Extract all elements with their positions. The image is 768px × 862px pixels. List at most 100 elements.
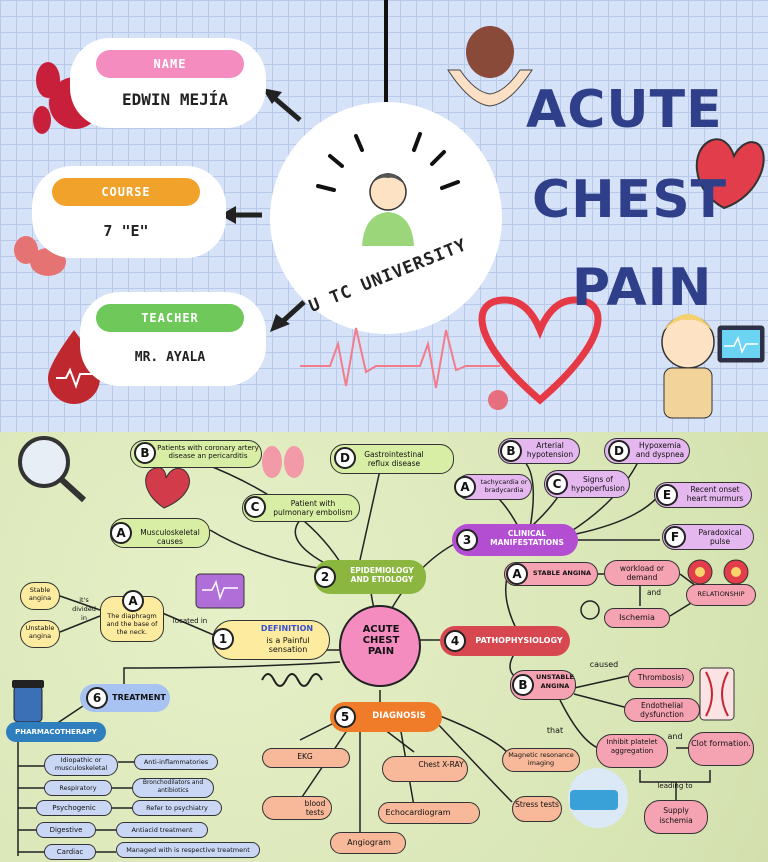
mri-text: Magnetic resonance imaging — [508, 751, 574, 767]
stress-node — [512, 796, 562, 822]
tx-row-5-right-text: Managed with is respective treatment — [126, 846, 250, 854]
endothelial-node — [624, 698, 700, 722]
title-line-3: PAIN — [572, 258, 713, 318]
tx-row-4-right-text: Antiacid treatment — [131, 826, 193, 834]
treatment-number: 6 — [86, 687, 108, 709]
echo-text: Echocardiogram — [385, 808, 451, 817]
course-label: COURSE — [52, 178, 200, 206]
and-label-2: and — [667, 732, 683, 741]
inhibit-node — [596, 734, 668, 768]
tx-row-5-left-text: Cardiac — [56, 848, 84, 856]
tx-row-2-left-text: Respiratory — [59, 784, 97, 792]
title-line-1: ACUTE — [526, 80, 723, 140]
epidemiology-title: EPIDEMIOLOGY AND ETIOLOGY — [350, 566, 414, 584]
echo-node — [378, 802, 480, 824]
definition-number: 1 — [212, 628, 234, 650]
unstable-angina-text: Unstable angina — [25, 624, 55, 640]
clot-node — [688, 732, 754, 766]
tx-row-5-left — [44, 844, 96, 860]
tx-row-3-right-text: Refer to psychiatry — [146, 804, 208, 812]
pharmacotherapy-pill — [6, 722, 106, 742]
clin-c-text: Signs of hypoperfusion — [571, 475, 625, 493]
patho-a-text: STABLE ANGINA — [532, 569, 592, 577]
clin-d-text: Hypoxemia and dyspnea — [635, 441, 685, 459]
epi-a-badge: A — [110, 522, 132, 544]
patho-b-badge: B — [512, 674, 534, 696]
endothelial-text: Endothelial dysfunction — [640, 701, 684, 719]
definition-title: DEFINITION — [260, 624, 314, 633]
stress-text: Stress tests — [515, 800, 559, 809]
tx-row-4-right — [116, 822, 208, 838]
definition-a-text: The diaphragm and the base of the neck. — [106, 612, 158, 636]
mri-node — [502, 748, 580, 772]
tx-row-5-right — [116, 842, 260, 858]
clin-a-badge: A — [454, 476, 476, 498]
center-label: ACUTE CHEST PAIN — [362, 624, 400, 657]
definition-a-badge: A — [122, 590, 144, 612]
name-label: NAME — [96, 50, 244, 78]
title-line-2: CHEST — [532, 170, 728, 230]
tx-row-4-left-text: Digestive — [49, 826, 83, 834]
header-decor — [14, 0, 765, 419]
angiogram-node — [330, 832, 406, 854]
name-value: EDWIN MEJÍA — [122, 90, 228, 109]
tx-row-2-left — [44, 780, 112, 796]
tx-row-3-left-text: Psychogenic — [52, 804, 96, 812]
leading-label: leading to — [657, 782, 693, 790]
clot-text: Clot formation. — [691, 739, 751, 748]
stable-angina-text: Stable angina — [28, 586, 52, 602]
tx-row-1-left-text: Idiopathic or musculoskeletal — [54, 756, 108, 772]
thrombosis-node — [628, 668, 694, 688]
epi-d-badge: D — [334, 447, 356, 469]
clin-e-badge: E — [656, 484, 678, 506]
patho-number: 4 — [444, 630, 466, 652]
patho-b-text: UNSTABLE ANGINA — [536, 673, 574, 690]
tx-row-4-left — [36, 822, 96, 838]
patho-a-badge: A — [506, 563, 528, 585]
relationship-text: RELATIONSHIP — [697, 590, 745, 598]
clinical-title: CLINICAL MANIFESTATIONS — [490, 529, 564, 547]
clin-c-badge: C — [546, 473, 568, 495]
epi-c-text: Patient with pulmonary embolism — [273, 499, 353, 517]
tx-row-2-right — [132, 778, 214, 798]
tx-row-1-left — [44, 754, 118, 776]
diagnosis-title: DIAGNOSIS — [372, 711, 426, 721]
clin-b-badge: B — [500, 440, 522, 462]
workload-text: workload or demand — [619, 564, 665, 582]
clin-e-text: Recent onset heart murmurs — [686, 485, 744, 503]
and-label-1: and — [646, 588, 662, 597]
stable-angina-node — [20, 582, 60, 610]
xray-text: Chest X-RAY — [418, 760, 464, 769]
blood-tests-node — [262, 796, 332, 820]
pharmacotherapy-text: PHARMACOTHERAPY — [15, 728, 97, 736]
supply-node — [644, 800, 708, 834]
tx-row-1-right — [134, 754, 218, 770]
thrombosis-text: Thrombosis) — [637, 673, 685, 682]
clinical-number: 3 — [456, 529, 478, 551]
clin-a-text: tachycardia or bradycardia — [480, 478, 528, 494]
blood-tests-text: blood tests — [304, 799, 326, 817]
caused-label: caused — [589, 660, 619, 669]
angiogram-text: Angiogram — [347, 838, 391, 847]
epi-b-badge: B — [134, 442, 156, 464]
teacher-label: TEACHER — [96, 304, 244, 332]
located-in-label: located in — [172, 617, 208, 625]
ischemia-text: Ischemia — [619, 613, 655, 622]
supply-text: Supply ischemia — [659, 806, 693, 825]
clin-b-text: Arterial hypotension — [526, 441, 574, 459]
divided-label: it's divided in — [72, 596, 96, 622]
course-value: 7 "E" — [103, 222, 149, 240]
clin-f-badge: F — [664, 526, 686, 548]
ekg-text: EKG — [297, 752, 313, 761]
clin-d-badge: D — [608, 440, 630, 462]
definition-text: is a Painful sensation — [266, 636, 310, 654]
epi-b-text: Patients with coronary artery disease an… — [157, 444, 259, 460]
epi-d-text: Gastrointestinal reflux disease — [364, 450, 424, 468]
relationship-node — [686, 584, 756, 606]
xray-node — [382, 756, 468, 782]
diagnosis-number: 5 — [334, 706, 356, 728]
ischemia-node — [604, 608, 670, 628]
inhibit-text: Inhibit platelet aggregation — [606, 738, 658, 755]
teacher-value: MR. AYALA — [134, 350, 206, 365]
